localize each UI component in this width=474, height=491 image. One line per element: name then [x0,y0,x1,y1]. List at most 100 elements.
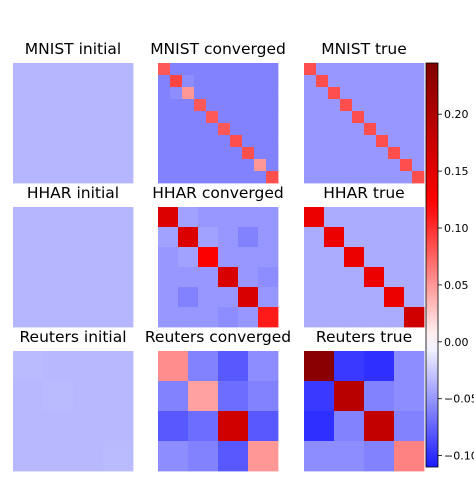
heatmap-cell [316,99,329,112]
heatmap-cell [394,351,425,382]
heatmap-cell [97,147,110,160]
heatmap-cell [352,111,365,124]
heatmap-cell [121,159,134,172]
heatmap-cell [97,99,110,112]
heatmap-cell [49,147,62,160]
heatmap-cell [328,147,341,160]
heatmap-cell [37,63,50,76]
heatmap-cell [33,307,54,328]
heatmap-cell [254,87,267,100]
heatmap-cell [352,63,365,76]
heatmap-cell [170,75,183,88]
heatmap-cell [242,99,255,112]
heatmap-cell [73,63,86,76]
heatmap-cell [266,171,279,184]
heatmap-cell [304,159,317,172]
heatmap-cell [49,135,62,148]
heatmap-cell [43,411,74,442]
heatmap-cell [412,147,425,160]
heatmap-cell [352,159,365,172]
heatmap-cell [218,171,231,184]
heatmap-cell [121,63,134,76]
heatmap-cell [258,207,279,228]
heatmap-cell [230,87,243,100]
heatmap-cell [230,135,243,148]
heatmap-cell [364,411,395,442]
heatmap-panel: Reuters true [304,328,425,472]
heatmap-cell [384,267,405,288]
heatmap-cell [334,441,365,472]
heatmap-cell [412,87,425,100]
heatmap-cell [364,111,377,124]
heatmap-panel: MNIST true [304,40,425,184]
heatmap-cell [61,63,74,76]
heatmap-cell [206,171,219,184]
heatmap-cell [85,147,98,160]
heatmap-cell [194,87,207,100]
heatmap-cell [182,171,195,184]
heatmap-cell [412,111,425,124]
heatmap-cell [206,99,219,112]
heatmap-cell [238,207,259,228]
heatmap-cell [49,171,62,184]
heatmap-cell [344,267,365,288]
heatmap-cell [37,135,50,148]
heatmap-cell [158,381,189,412]
heatmap-cell [194,135,207,148]
heatmap-cell [334,381,365,412]
heatmap-cell [404,267,425,288]
heatmap-cell [242,123,255,136]
heatmap-cell [242,111,255,124]
heatmap-cell [206,111,219,124]
heatmap-cell [206,63,219,76]
heatmap-cell [340,135,353,148]
heatmap-cell [13,307,34,328]
heatmap-cell [388,147,401,160]
heatmap-cell [198,207,219,228]
heatmap-cell [376,135,389,148]
heatmap-cell [218,87,231,100]
heatmap-cell [388,111,401,124]
heatmap-cell [364,99,377,112]
heatmap-cell [364,381,395,412]
heatmap-cell [13,247,34,268]
heatmap-cell [340,75,353,88]
heatmap-cell [37,99,50,112]
heatmap-cell [254,159,267,172]
heatmap-cell [404,307,425,328]
heatmap-cell [33,287,54,308]
heatmap-cell [304,99,317,112]
heatmap-cell [73,287,94,308]
heatmap-cell [158,123,171,136]
heatmap-cell [364,351,395,382]
heatmap-cell [121,99,134,112]
heatmap-cell [170,135,183,148]
heatmap-cell [218,411,249,442]
heatmap-cell [158,287,179,308]
heatmap-cell [158,207,179,228]
heatmap-cell [182,111,195,124]
heatmap-cell [304,381,335,412]
heatmap-cell [412,75,425,88]
heatmap-cell [364,441,395,472]
heatmap-cell [93,267,114,288]
heatmap-cell [364,267,385,288]
heatmap-cell [304,441,335,472]
heatmap-cell [344,247,365,268]
heatmap-cell [388,171,401,184]
heatmap-cell [218,351,249,382]
heatmap-cell [218,441,249,472]
heatmap-cell [73,441,104,472]
heatmap-cell [103,411,134,442]
heatmap-cell [400,171,413,184]
heatmap-cell [324,287,345,308]
heatmap-cell [230,63,243,76]
heatmap-cell [182,75,195,88]
heatmap-cell [304,63,317,76]
heatmap-cell [73,227,94,248]
heatmap-cell [316,171,329,184]
heatmap-cell [103,381,134,412]
heatmap-cell [218,147,231,160]
heatmap-cell [344,287,365,308]
heatmap-cell [182,159,195,172]
